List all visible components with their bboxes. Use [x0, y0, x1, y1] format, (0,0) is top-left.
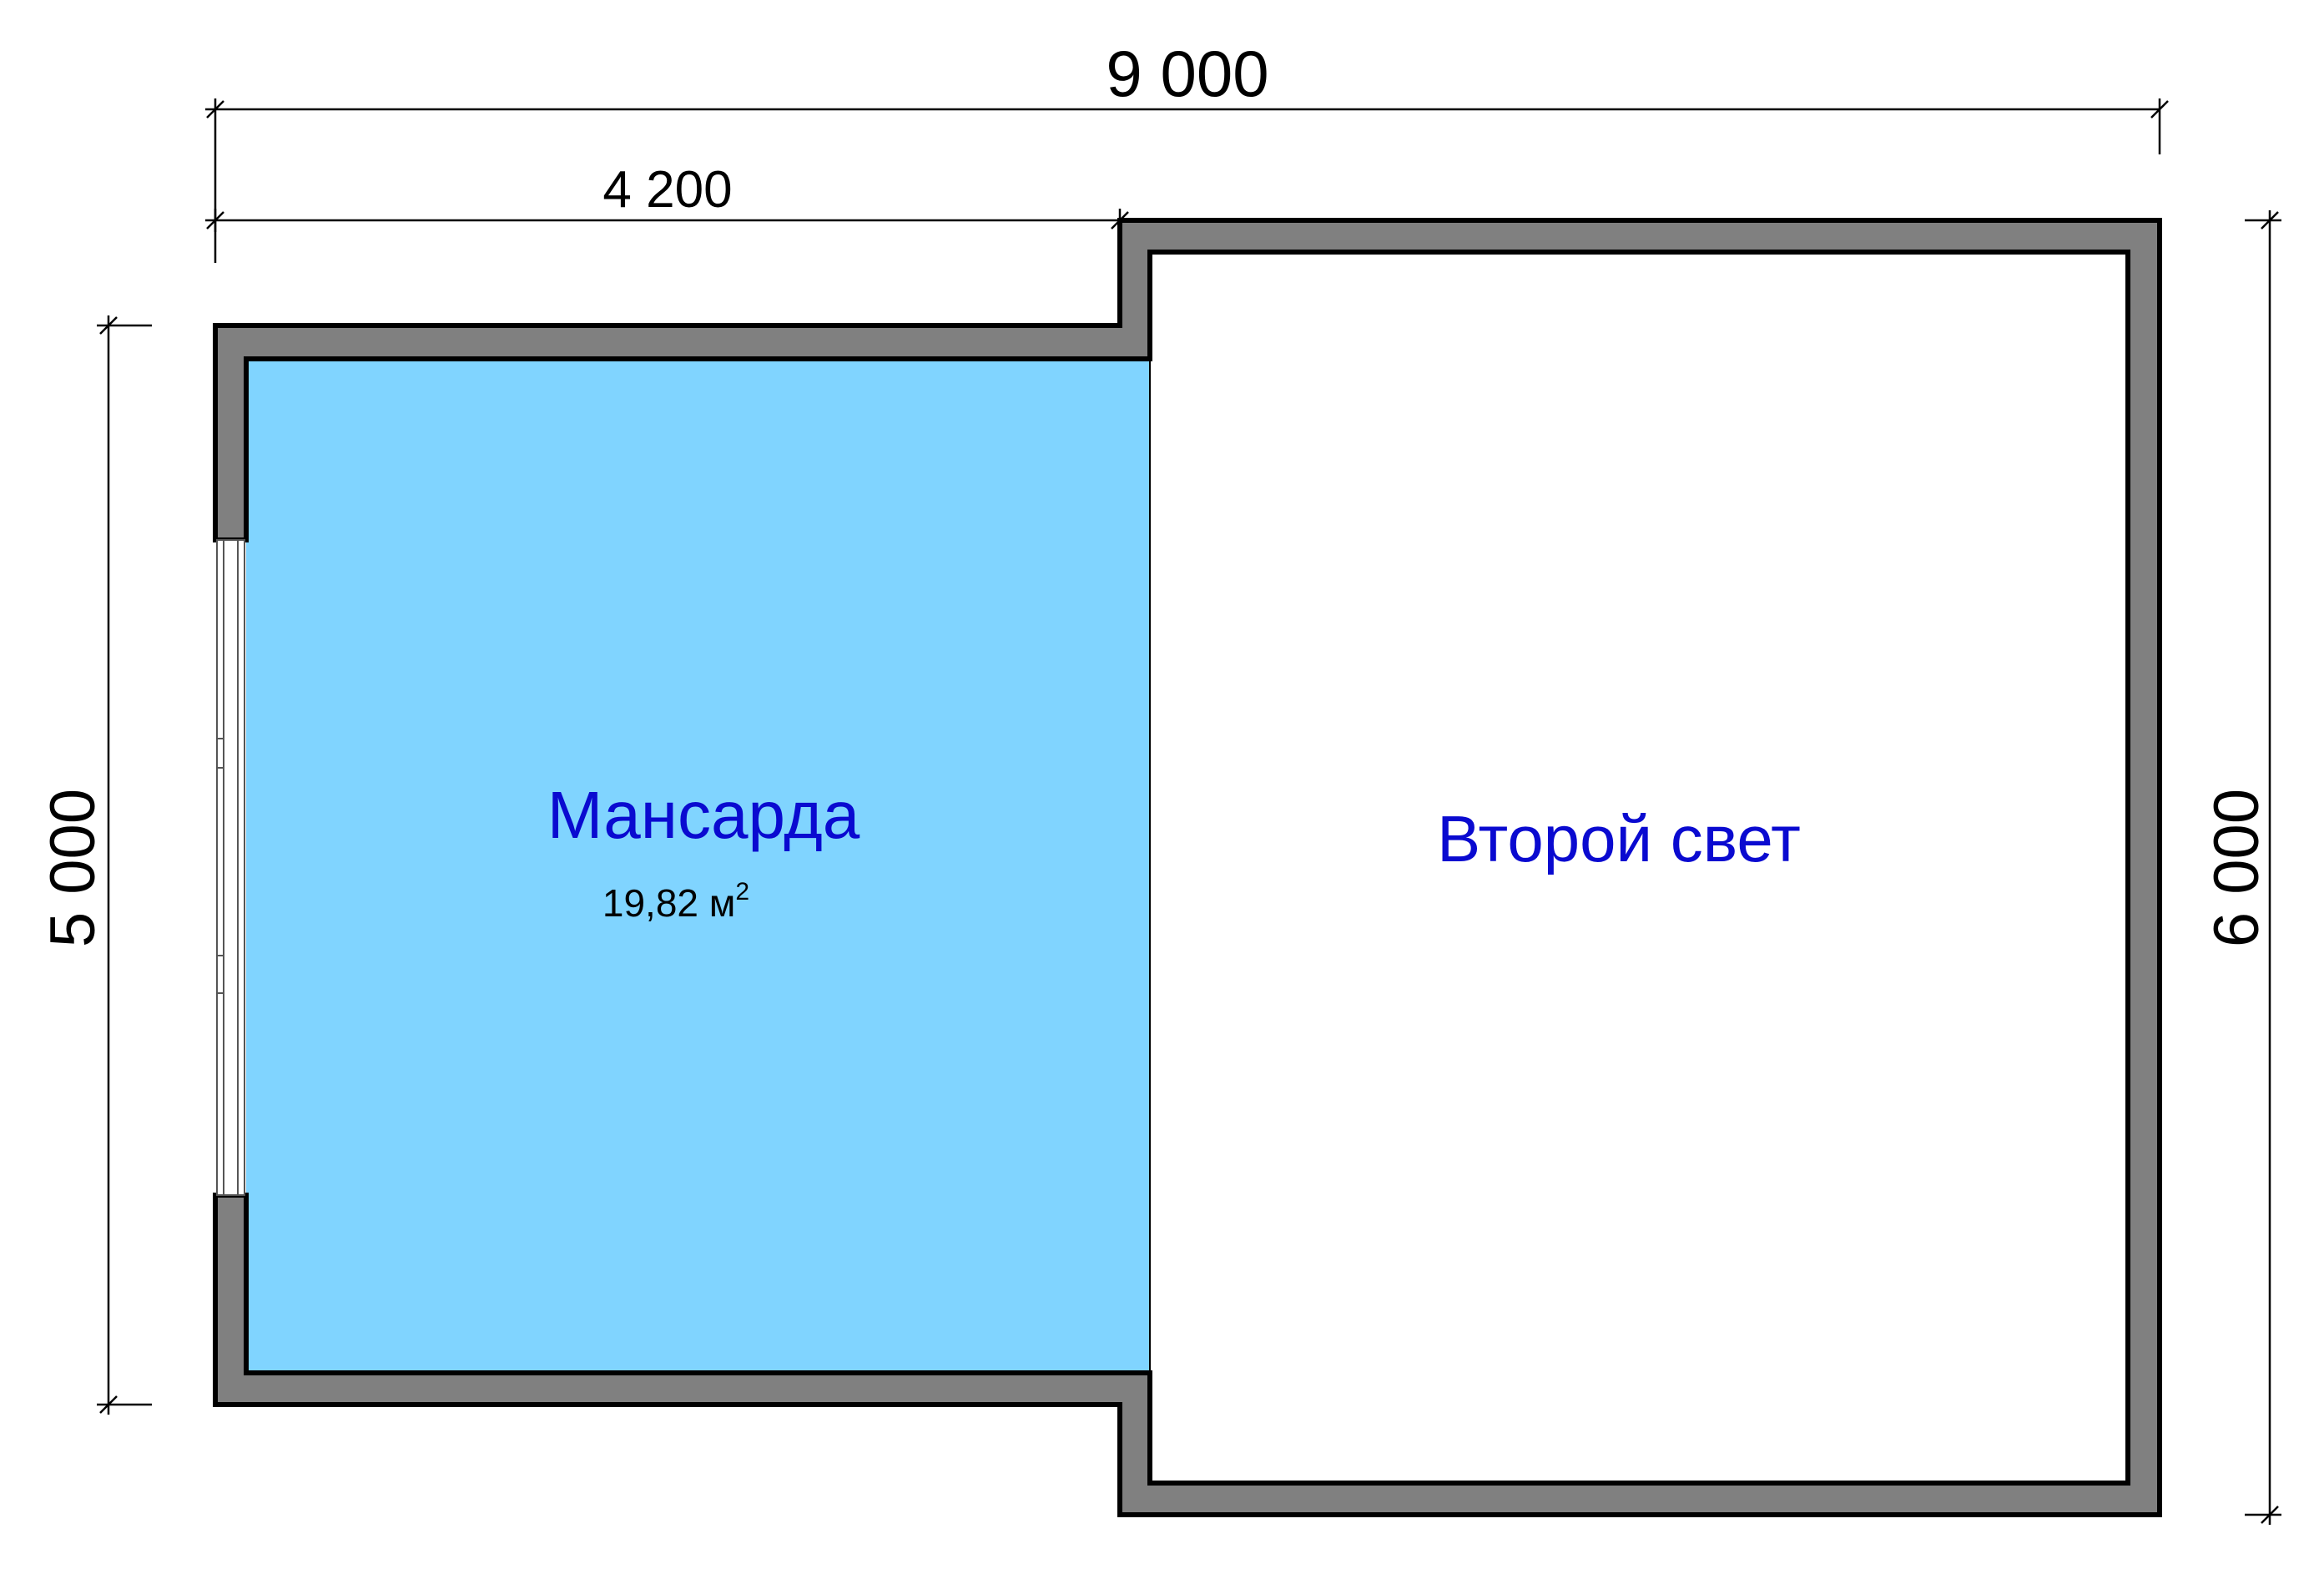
attic-room-area: 19,82 м2	[602, 878, 749, 925]
attic-room-name: Мансарда	[547, 778, 860, 852]
attic-top-wall	[213, 218, 2162, 1517]
attic-area-value: 19,82 м	[602, 881, 736, 925]
window	[216, 539, 245, 1196]
window-frame	[216, 539, 245, 1196]
dim-attic-width: 4 200	[602, 161, 732, 219]
dim-attic-depth: 5 000	[38, 789, 108, 947]
attic-area-superscript: 2	[735, 878, 749, 906]
walls	[213, 218, 2162, 1517]
dimension-lines	[97, 98, 2281, 1525]
dim-second-light-depth: 6 000	[2201, 789, 2272, 947]
second-light-room-name: Второй свет	[1437, 802, 1801, 875]
attic-room-fill	[246, 359, 1150, 1371]
dim-total-width: 9 000	[1106, 37, 1268, 110]
